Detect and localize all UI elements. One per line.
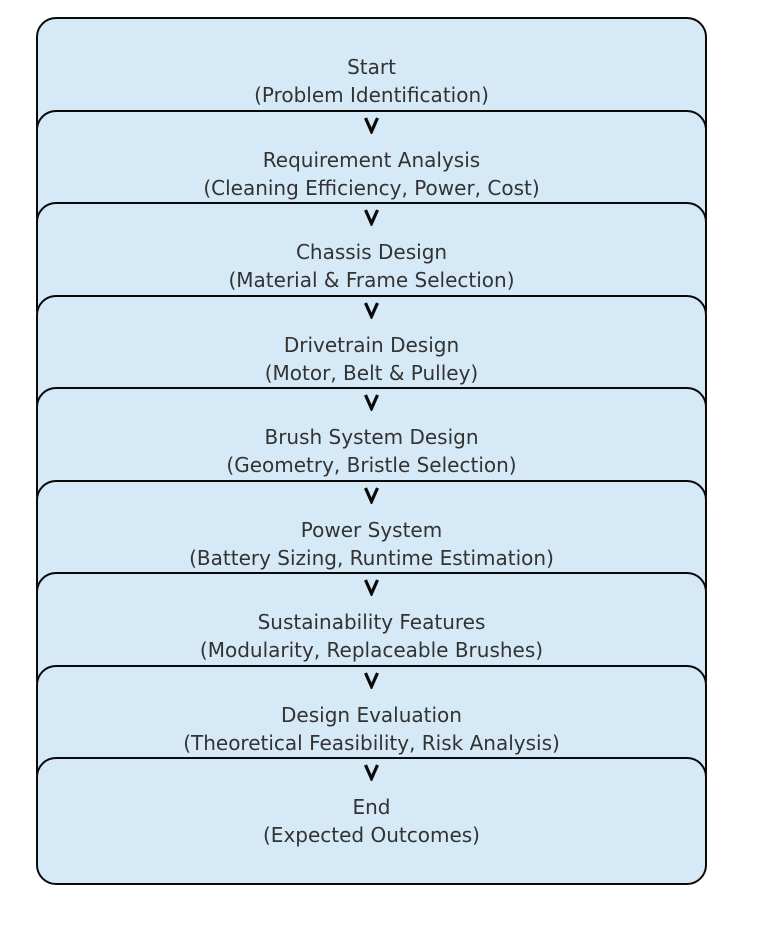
down-arrow-icon [363,486,380,504]
down-arrow-icon [363,578,380,596]
down-arrow-icon [363,763,380,781]
down-arrow-icon [363,301,380,319]
down-arrow-icon [363,208,380,226]
step-title: Power System [300,517,443,542]
down-arrow-icon [363,393,380,411]
step-title: Start [347,54,396,79]
step-subtitle: (Material & Frame Selection) [228,268,515,292]
step-title: Design Evaluation [281,702,462,727]
step-title: Brush System Design [264,424,479,449]
step-title: Drivetrain Design [283,332,460,357]
step-title: Sustainability Features [257,609,486,634]
step-subtitle: (Geometry, Bristle Selection) [226,453,517,477]
step-subtitle: (Expected Outcomes) [263,823,480,847]
step-subtitle: (Battery Sizing, Runtime Estimation) [189,546,554,570]
step-title: Chassis Design [295,239,448,264]
step-subtitle: (Cleaning Efficiency, Power, Cost) [203,176,540,200]
step-subtitle: (Theoretical Feasibility, Risk Analysis) [183,731,560,755]
step-subtitle: (Modularity, Replaceable Brushes) [199,638,544,662]
step-title: End [352,794,391,819]
step-subtitle: (Motor, Belt & Pulley) [264,361,479,385]
step-subtitle: (Problem Identification) [254,83,489,107]
step-title: Requirement Analysis [262,147,481,172]
down-arrow-icon [363,116,380,134]
down-arrow-icon [363,671,380,689]
